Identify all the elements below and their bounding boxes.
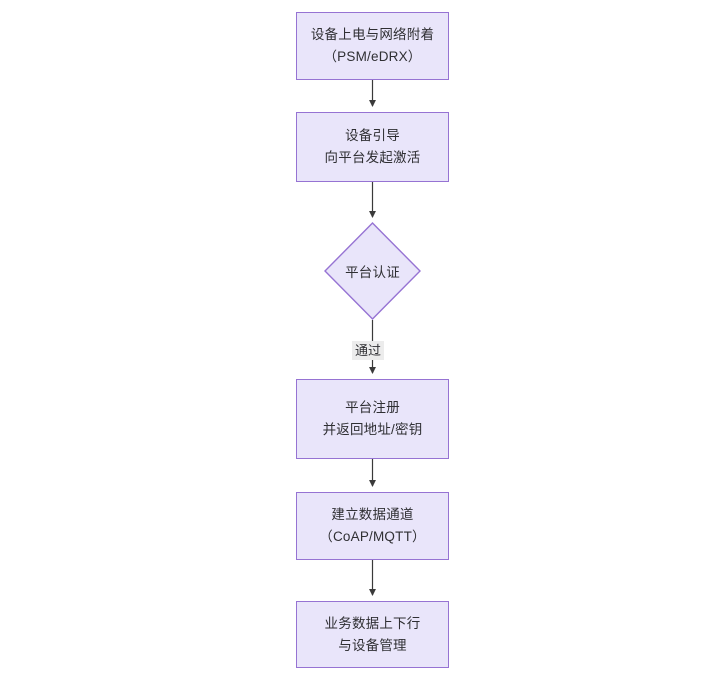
- node-data-channel-line2: （CoAP/MQTT）: [319, 529, 426, 544]
- node-data-channel[interactable]: 建立数据通道 （CoAP/MQTT）: [296, 492, 449, 560]
- node-data-channel-line1: 建立数据通道: [331, 507, 414, 522]
- diamond-shape-icon: [324, 222, 421, 320]
- node-device-power-on-line2: （PSM/eDRX）: [323, 49, 422, 64]
- node-business-data-line1: 业务数据上下行: [324, 615, 421, 631]
- node-device-bootstrap[interactable]: 设备引导 向平台发起激活: [296, 112, 449, 182]
- node-platform-register[interactable]: 平台注册 并返回地址/密钥: [296, 379, 449, 459]
- node-platform-register-line2: 并返回地址/密钥: [322, 422, 423, 437]
- edge-label-auth-pass: 通过: [352, 341, 385, 360]
- node-device-bootstrap-line2: 向平台发起激活: [324, 150, 421, 165]
- node-business-data[interactable]: 业务数据上下行 与设备管理: [296, 601, 449, 668]
- node-device-power-on-line1: 设备上电与网络附着: [310, 27, 435, 42]
- node-device-power-on[interactable]: 设备上电与网络附着 （PSM/eDRX）: [296, 12, 449, 80]
- node-platform-register-line1: 平台注册: [345, 400, 400, 415]
- node-platform-auth[interactable]: 平台认证: [324, 222, 421, 320]
- node-business-data-line2: 与设备管理: [338, 637, 407, 653]
- node-device-bootstrap-line1: 设备引导: [345, 128, 400, 143]
